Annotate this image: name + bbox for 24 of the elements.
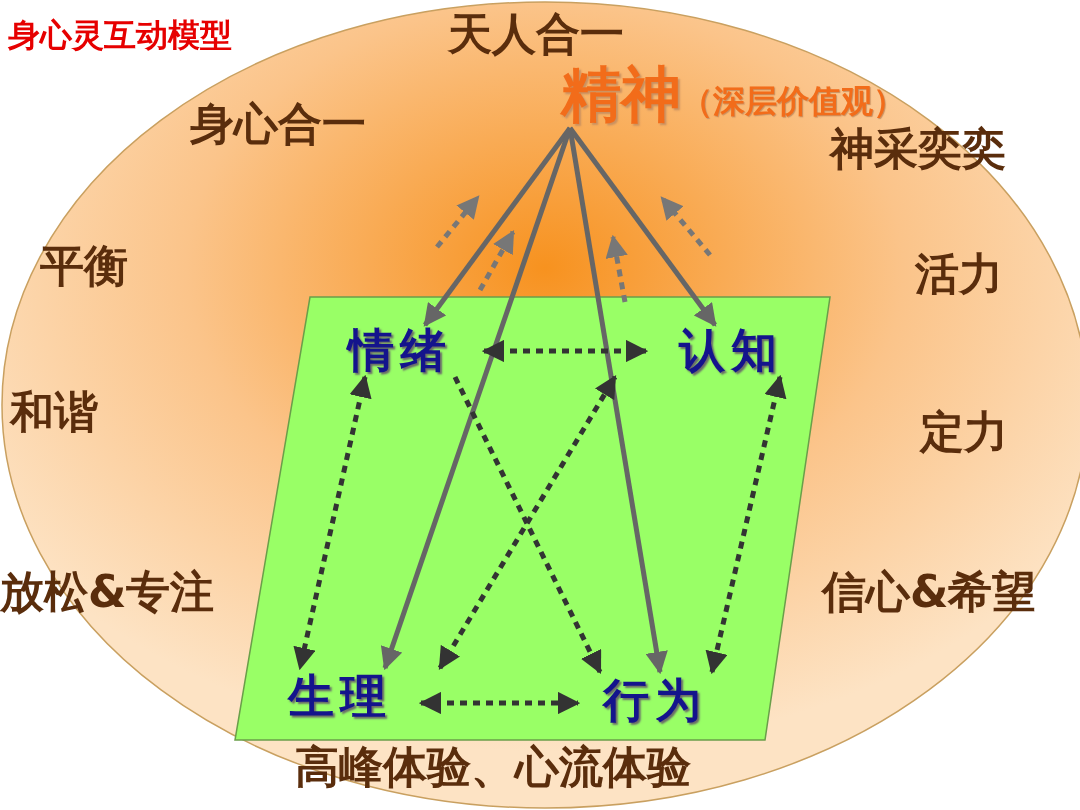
node-title: 认知 bbox=[679, 322, 783, 379]
area-label: 信心&希望 bbox=[822, 568, 1037, 617]
dotted-arrow bbox=[437, 375, 618, 670]
area-label: 定力 bbox=[920, 408, 1008, 457]
arrow bbox=[567, 127, 668, 675]
dotted-arrow bbox=[293, 374, 372, 671]
dotted-arrow bbox=[452, 375, 603, 674]
node-title: 情绪 bbox=[348, 322, 452, 379]
area-label: 活力 bbox=[915, 250, 1003, 299]
area-label: 天人合一 bbox=[448, 10, 624, 59]
area-label: 和谐 bbox=[10, 388, 98, 437]
node-title: 生理 bbox=[287, 668, 392, 725]
arrow bbox=[568, 126, 717, 327]
dotted-arrow bbox=[481, 339, 649, 363]
node-title: 行为 bbox=[603, 672, 707, 729]
area-label: 高峰体验、心流体验 bbox=[295, 743, 691, 792]
dotted-arrow bbox=[705, 374, 787, 675]
area-label: 身心合一 bbox=[190, 100, 366, 149]
diagram-title: 身心灵互动模型 bbox=[8, 15, 232, 56]
node-title: 精神 bbox=[561, 57, 681, 131]
dotted-arrow bbox=[418, 691, 581, 715]
area-label: 平衡 bbox=[40, 242, 128, 291]
node-subtitle: （深层价值观） bbox=[681, 81, 905, 122]
area-label: 神采奕奕 bbox=[830, 125, 1006, 174]
